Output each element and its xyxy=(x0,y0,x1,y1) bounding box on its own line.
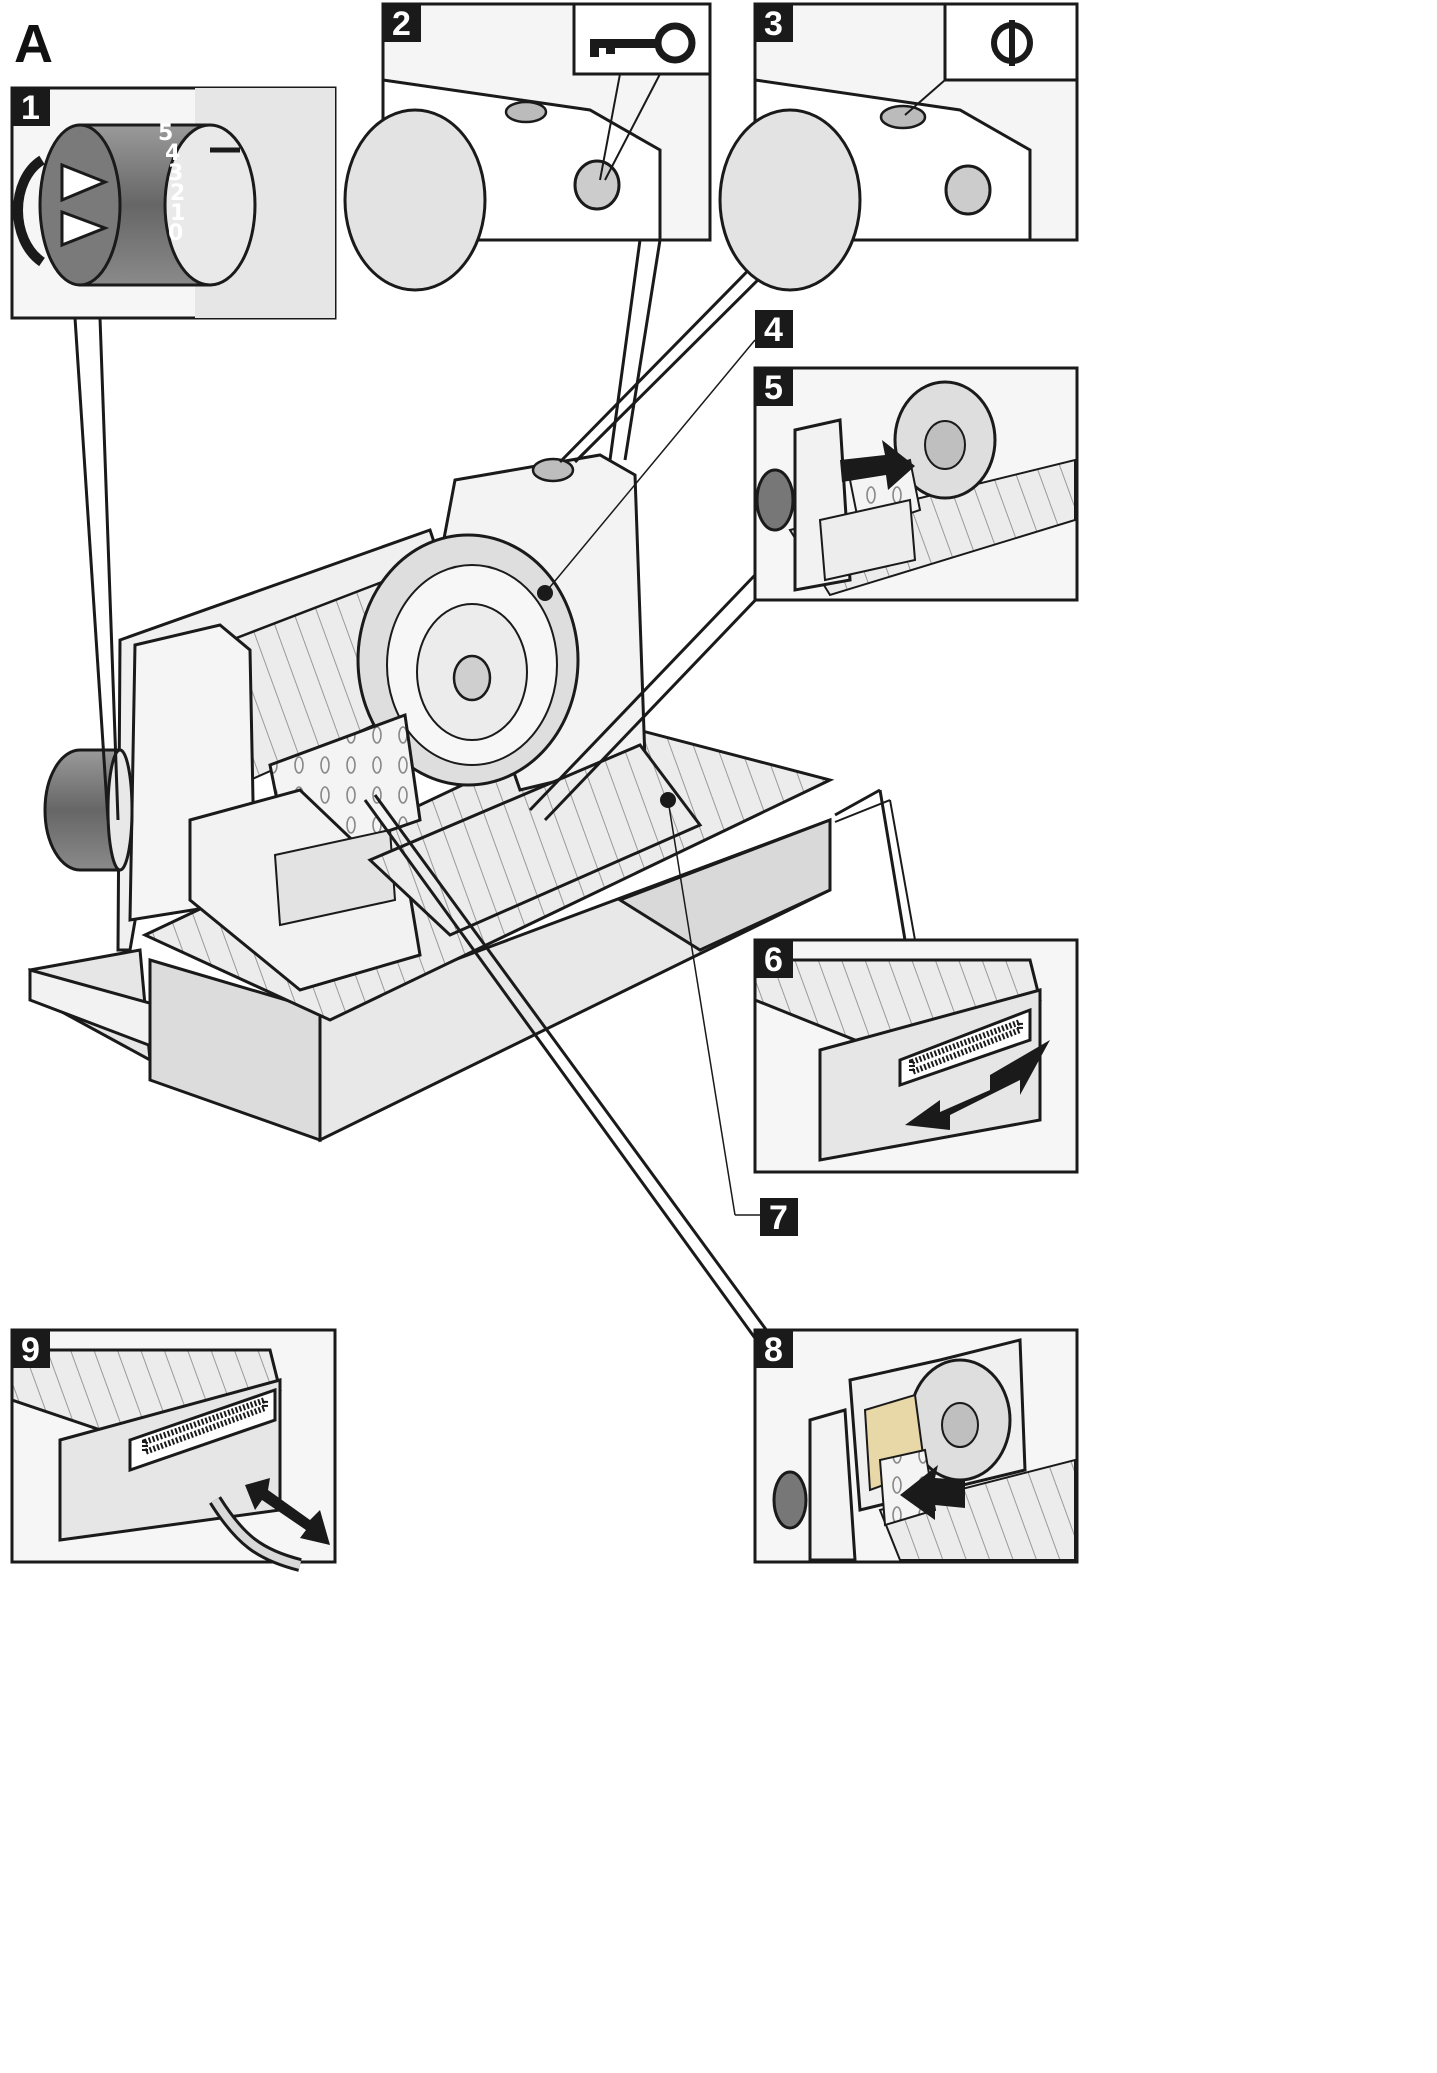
figure-letter: A xyxy=(14,14,53,74)
svg-text:6: 6 xyxy=(764,941,783,979)
dial-numbers: 5 4 3 2 1 0 xyxy=(158,121,185,246)
callout-badge-3: 3 xyxy=(755,4,793,43)
svg-text:7: 7 xyxy=(769,1199,788,1237)
slicer-main xyxy=(28,453,835,1143)
svg-text:1: 1 xyxy=(21,89,40,127)
svg-text:9: 9 xyxy=(21,1331,40,1369)
arrow-icon xyxy=(840,440,915,490)
dial-number-1: 1 xyxy=(170,201,185,226)
panel-1: 5 4 3 2 1 0 xyxy=(10,86,337,320)
callout-badge-1: 1 xyxy=(12,88,50,127)
dial-number-5: 5 xyxy=(158,121,173,146)
dial-number-2: 2 xyxy=(170,181,185,206)
key-icon xyxy=(590,22,696,64)
panel-3 xyxy=(718,2,1079,292)
double-arrow-icon xyxy=(905,1040,1050,1130)
arrow-icon xyxy=(900,1465,965,1520)
dial-number-4: 4 xyxy=(165,141,180,166)
callout-badge-4: 4 xyxy=(755,310,793,349)
callout-badge-7: 7 xyxy=(760,1198,798,1237)
rotate-arrows-icon xyxy=(13,155,46,267)
callout-badge-6: 6 xyxy=(755,940,793,979)
svg-text:3: 3 xyxy=(764,5,783,43)
svg-text:4: 4 xyxy=(764,311,783,349)
callout-badges: 1 2 3 4 5 6 7 8 xyxy=(12,4,798,1369)
panel-8 xyxy=(753,1328,1079,1564)
dial-number-3: 3 xyxy=(168,161,183,186)
callout-badge-2: 2 xyxy=(383,4,421,43)
svg-text:5: 5 xyxy=(764,369,783,407)
panel-6 xyxy=(753,938,1079,1174)
svg-text:8: 8 xyxy=(764,1331,783,1369)
leader-lines xyxy=(73,236,916,1346)
panel-5 xyxy=(753,366,1079,602)
callout-badge-5: 5 xyxy=(755,368,793,407)
power-icon xyxy=(991,20,1033,66)
panel-2 xyxy=(343,2,712,292)
callout-badge-9: 9 xyxy=(12,1330,50,1369)
double-arrow-icon xyxy=(245,1478,330,1545)
callout-badge-8: 8 xyxy=(755,1330,793,1369)
panel-9 xyxy=(10,1328,337,1572)
svg-text:2: 2 xyxy=(392,5,411,43)
dial-number-0: 0 xyxy=(168,221,183,246)
